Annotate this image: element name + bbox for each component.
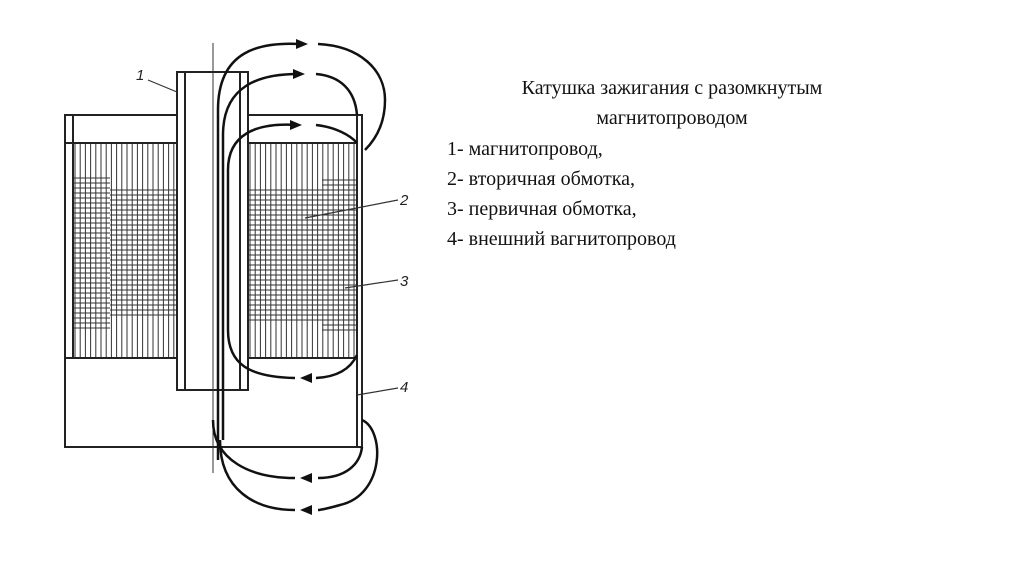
- leader-lines: [147, 79, 399, 396]
- ignition-coil-diagram: 1 2 3 4: [64, 39, 409, 515]
- label-3: 3: [400, 273, 409, 290]
- label-2: 2: [399, 192, 409, 209]
- legend-list: 1- магнитопровод, 2- вторичная обмотка, …: [447, 134, 676, 254]
- slide-title: Катушка зажигания с разомкнутым магнитоп…: [440, 73, 904, 133]
- windings: [73, 143, 357, 358]
- flux-arrowheads: [290, 39, 312, 515]
- legend-item: 2- вторичная обмотка,: [447, 168, 636, 190]
- label-1: 1: [136, 67, 144, 84]
- label-4: 4: [400, 379, 408, 396]
- title-line-1: Катушка зажигания с разомкнутым: [521, 77, 823, 99]
- legend-item: 1- магнитопровод,: [447, 138, 603, 160]
- title-line-2: магнитопроводом: [596, 107, 748, 129]
- flux-lines: [211, 42, 387, 512]
- legend-item: 3- первичная обмотка,: [447, 198, 637, 220]
- legend-item: 4- внешний вагнитопровод: [447, 228, 676, 250]
